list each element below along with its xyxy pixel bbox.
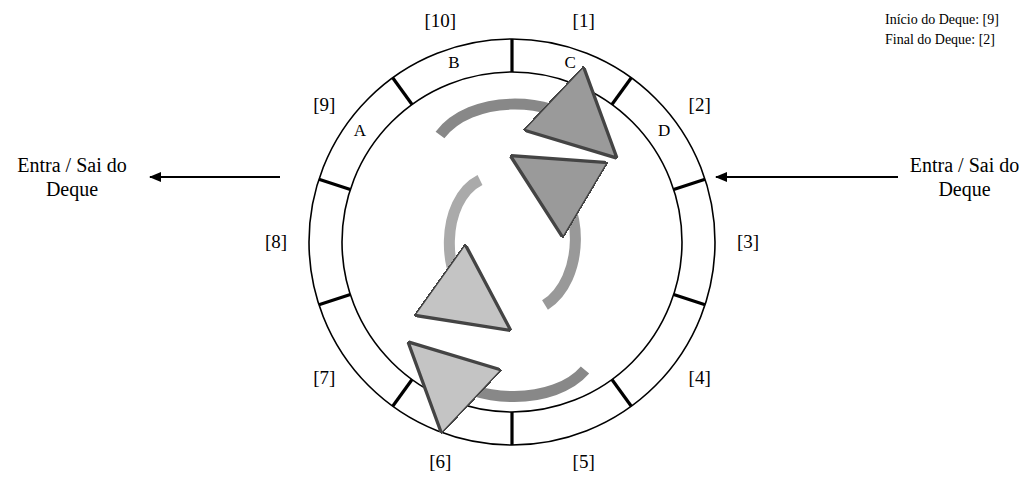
slot-divider — [510, 39, 513, 72]
slot-value: C — [564, 53, 575, 73]
slot-index: [9] — [313, 94, 335, 117]
entry-arrow — [716, 176, 898, 178]
slot-value: D — [658, 121, 670, 141]
rotation-arrow — [440, 104, 585, 135]
entry-arrow — [150, 176, 280, 178]
slot-divider — [612, 78, 631, 105]
slot-divider — [319, 295, 350, 305]
slot-divider — [319, 179, 350, 189]
entry-label: Entra / Sai do Deque — [5, 153, 140, 201]
slot-divider — [674, 179, 705, 189]
slot-divider — [612, 380, 631, 407]
deque-end-note: Final do Deque: [2] — [885, 32, 995, 49]
rotation-arrow — [440, 370, 585, 397]
slot-value: B — [448, 53, 459, 73]
rotation-arrow — [545, 178, 575, 305]
outer-circle — [309, 39, 715, 445]
slot-divider — [393, 78, 412, 105]
slot-divider — [674, 295, 705, 305]
slot-index: [10] — [424, 10, 456, 33]
slot-divider — [510, 412, 513, 445]
slot-value: A — [354, 121, 366, 141]
deque-start-note: Início do Deque: [9] — [885, 12, 999, 29]
slot-index: [1] — [573, 10, 595, 33]
slot-index: [3] — [737, 231, 759, 254]
slot-divider — [393, 380, 412, 407]
slot-index: [6] — [429, 451, 451, 474]
slot-index: [2] — [689, 94, 711, 117]
slot-index: [4] — [689, 367, 711, 390]
inner-circle — [342, 72, 682, 412]
rotation-arrow — [449, 180, 480, 305]
slot-index: [8] — [265, 231, 287, 254]
entry-label: Entra / Sai do Deque — [897, 153, 1032, 201]
slot-index: [7] — [313, 367, 335, 390]
slot-index: [5] — [573, 451, 595, 474]
